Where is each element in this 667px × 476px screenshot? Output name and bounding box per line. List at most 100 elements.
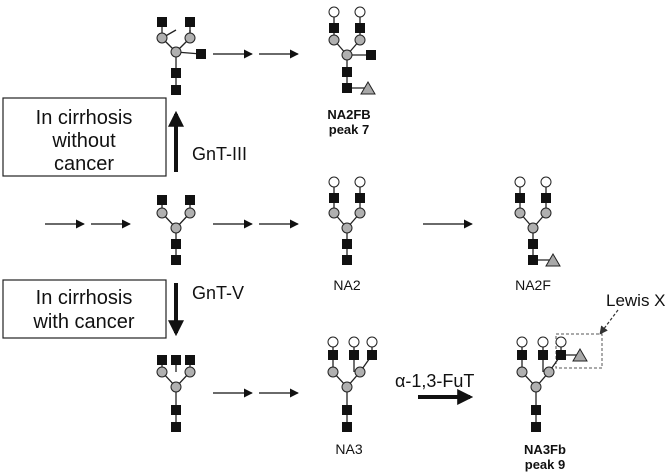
box-bottom-line-2: with cancer: [32, 311, 134, 333]
mannose-circle: [327, 366, 339, 378]
mannose-circle: [354, 207, 366, 219]
mannose-circle: [328, 34, 340, 46]
fucose-triangle: [360, 81, 376, 95]
glycan-na3fb: [516, 336, 588, 432]
mannose-circle: [514, 207, 526, 219]
na3-label: NA3: [335, 441, 362, 457]
gnt3-label: GnT-III: [192, 144, 247, 164]
mannose-circle: [527, 222, 539, 234]
mannose-circle: [516, 366, 528, 378]
glcnac-square: [342, 239, 352, 249]
mannose-circle: [184, 32, 196, 44]
galactose-circle: [327, 336, 339, 348]
lewis-x-pointer: [599, 309, 619, 335]
glcnac-square: [355, 23, 365, 33]
galactose-circle: [540, 176, 552, 188]
na2f-label: NA2F: [515, 277, 551, 293]
glcnac-square: [531, 405, 541, 415]
glcnac-square: [528, 239, 538, 249]
mannose-circle: [170, 381, 182, 393]
mannose-circle: [341, 222, 353, 234]
mannose-circle: [530, 381, 542, 393]
mannose-circle: [341, 49, 353, 61]
glcnac-square: [342, 83, 352, 93]
mannose-circle: [156, 366, 168, 378]
glcnac-square: [157, 17, 167, 27]
glcnac-square: [538, 350, 548, 360]
glcnac-square: [171, 405, 181, 415]
box-top-line-3: cancer: [54, 153, 114, 175]
glcnac-square: [531, 422, 541, 432]
glcnac-square: [515, 193, 525, 203]
glcnac-square: [342, 255, 352, 265]
mannose-circle: [540, 207, 552, 219]
glycan-precursor-bottom: [156, 355, 196, 432]
mannose-circle: [354, 34, 366, 46]
na2fb-name: NA2FB: [327, 107, 370, 122]
box-bottom-line-1: In cirrhosis: [36, 287, 133, 309]
na3fb-peak: peak 9: [525, 457, 565, 472]
glcnac-square: [517, 350, 527, 360]
glycan-na2fb: [328, 6, 376, 95]
bisecting-glcnac-square: [366, 50, 376, 60]
glcnac-square: [329, 193, 339, 203]
glcnac-square: [367, 350, 377, 360]
mannose-circle: [170, 46, 182, 58]
mannose-circle: [543, 366, 555, 378]
box-top-line-1: In cirrhosis: [36, 107, 133, 129]
mannose-circle: [184, 366, 196, 378]
glcnac-square: [349, 350, 359, 360]
fucose-triangle: [545, 253, 561, 267]
glcnac-square: [185, 17, 195, 27]
glycan-na2: [328, 176, 366, 265]
glcnac-square: [185, 195, 195, 205]
glycan-na3: [327, 336, 378, 432]
galactose-circle: [537, 336, 549, 348]
glcnac-square: [157, 355, 167, 365]
galactose-circle: [328, 6, 340, 18]
glcnac-square: [556, 350, 566, 360]
bisecting-glcnac-square: [196, 49, 206, 59]
glcnac-square: [171, 68, 181, 78]
flow-arrows: [45, 49, 473, 398]
glcnac-square: [528, 255, 538, 265]
galactose-circle: [514, 176, 526, 188]
box-cirrhosis-with-cancer: In cirrhosis with cancer: [2, 279, 167, 339]
na2-label: NA2: [333, 277, 360, 293]
galactose-circle: [354, 6, 366, 18]
fucose-triangle: [572, 348, 588, 362]
glcnac-square: [342, 67, 352, 77]
glcnac-square: [157, 195, 167, 205]
galactose-circle: [354, 176, 366, 188]
glcnac-square: [329, 23, 339, 33]
glcnac-square: [355, 193, 365, 203]
galactose-circle: [516, 336, 528, 348]
galactose-circle: [366, 336, 378, 348]
na2fb-peak: peak 7: [329, 122, 369, 137]
galactose-circle: [348, 336, 360, 348]
lewis-x-label: Lewis X: [606, 291, 666, 310]
glcnac-square: [171, 355, 181, 365]
fut-label: α-1,3-FuT: [395, 371, 474, 391]
glcnac-square: [541, 193, 551, 203]
mannose-circle: [156, 32, 168, 44]
glcnac-square: [171, 239, 181, 249]
mannose-circle: [341, 381, 353, 393]
box-cirrhosis-without-cancer: In cirrhosis without cancer: [2, 97, 167, 177]
gnt5-label: GnT-V: [192, 283, 244, 303]
box-top-line-2: without: [51, 130, 116, 152]
galactose-circle: [328, 176, 340, 188]
glycan-na2f: [514, 176, 561, 267]
mannose-circle: [156, 207, 168, 219]
mannose-circle: [184, 207, 196, 219]
glcnac-square: [171, 422, 181, 432]
glcnac-square: [342, 405, 352, 415]
glycan-precursor-middle: [156, 195, 196, 265]
mannose-circle: [170, 222, 182, 234]
glcnac-square: [171, 85, 181, 95]
na3fb-name: NA3Fb: [524, 442, 566, 457]
glcnac-square: [171, 255, 181, 265]
glycan-precursor-top: [156, 17, 206, 95]
